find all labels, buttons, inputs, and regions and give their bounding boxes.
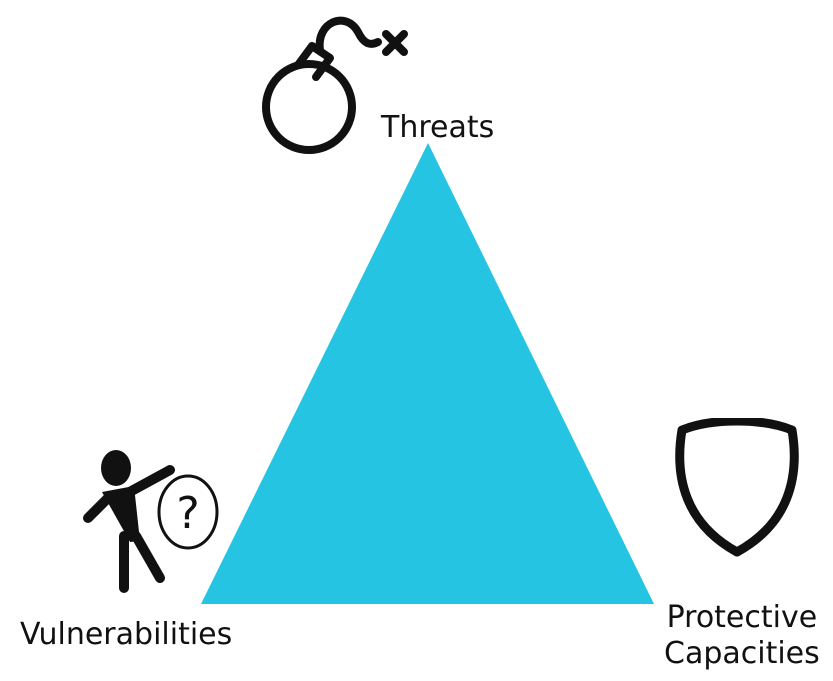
shield-icon <box>675 418 799 557</box>
bomb-icon <box>262 16 408 154</box>
vulnerabilities-label: Vulnerabilities <box>20 617 233 652</box>
protective-capacities-label: Protective Capacities <box>664 600 820 672</box>
triangle-shape <box>201 143 654 604</box>
question-bubble <box>157 474 219 550</box>
protective-label-line2: Capacities <box>664 636 820 671</box>
person-question-icon: ? <box>83 450 219 593</box>
threats-label: Threats <box>381 110 495 145</box>
question-mark-text: ? <box>176 488 199 539</box>
protective-label-line1: Protective <box>666 600 818 635</box>
